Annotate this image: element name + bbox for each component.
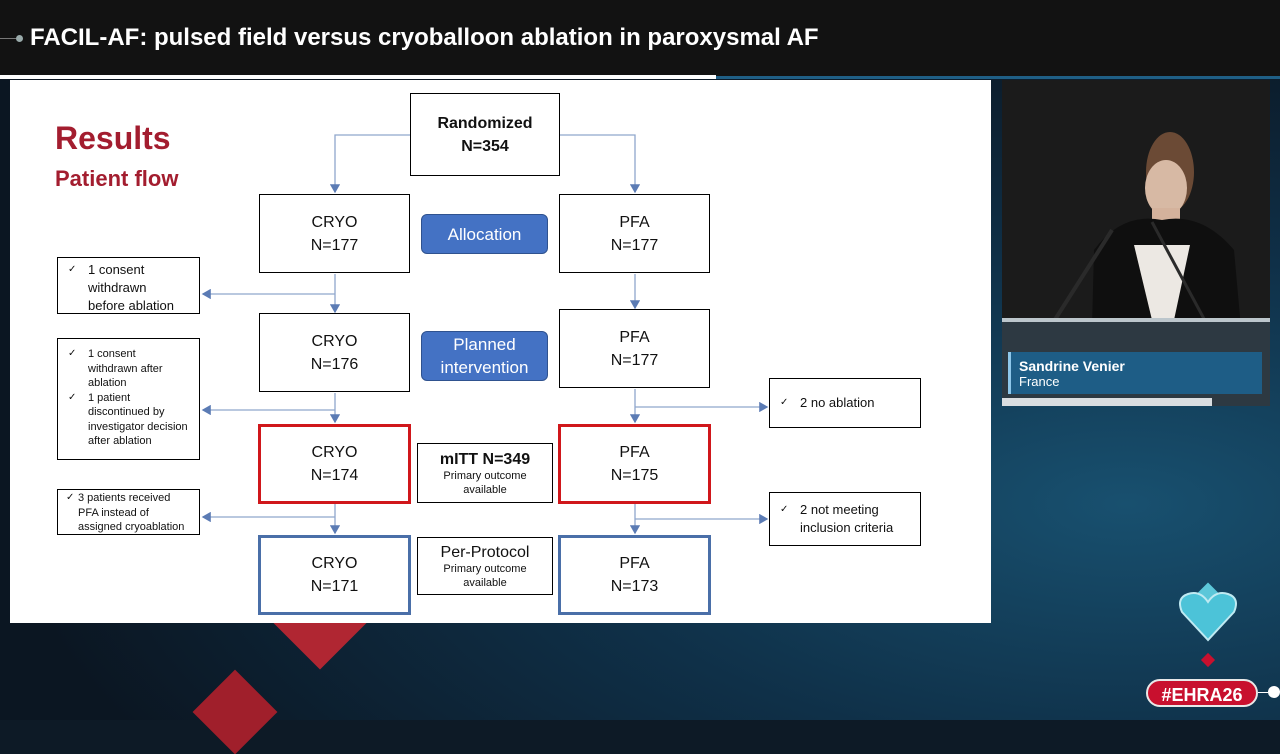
pfa-intervention-box: PFA N=177: [559, 309, 710, 388]
pfa-allocation-box: PFA N=177: [559, 194, 710, 273]
note-line: ablation: [88, 377, 127, 389]
left-note-allocation: ✓ 1 consent withdrawn before ablation: [57, 257, 200, 314]
pfa-per-protocol-label: PFA: [619, 555, 650, 572]
randomized-box: Randomized N=354: [410, 93, 560, 176]
pfa-intervention-n: N=177: [610, 351, 659, 369]
note-line: withdrawn after: [88, 362, 163, 375]
cryo-allocation-n: N=177: [310, 236, 359, 254]
check-icon: ✓: [68, 264, 77, 275]
left-note-intervention: ✓ 1 consent withdrawn after ablation ✓ 1…: [57, 338, 200, 460]
title-marker-dot: [16, 35, 23, 42]
left-note-allocation-list: ✓ 1 consent withdrawn before ablation: [64, 261, 193, 315]
pfa-allocation-n: N=177: [610, 236, 659, 254]
cryo-allocation-box: CRYO N=177: [259, 194, 410, 273]
note-line: 1 consent: [88, 262, 145, 277]
mitt-sub-line2: available: [463, 483, 507, 496]
mitt-label-box: mITT N=349 Primary outcome available: [417, 443, 553, 503]
left-note-mitt-list: ✓ 3 patients received PFA instead of ass…: [64, 491, 193, 535]
speaker-country: France: [1019, 374, 1060, 389]
check-icon: ✓: [66, 492, 75, 503]
allocation-text: Allocation: [447, 224, 522, 244]
heart-logo-icon: [1179, 592, 1237, 642]
title-bar: [0, 0, 1280, 76]
left-note-allocation-item: ✓ 1 consent withdrawn before ablation: [64, 261, 193, 315]
slide-heading: Results: [55, 120, 171, 156]
planned-intervention-line2: intervention: [440, 358, 529, 377]
mitt-title: mITT N=349: [439, 450, 531, 468]
left-note-intervention-list: ✓ 1 consent withdrawn after ablation ✓ 1…: [64, 347, 193, 449]
cryo-intervention-label: CRYO: [311, 332, 358, 350]
right-note-intervention: ✓ 2 no ablation: [769, 378, 921, 428]
pfa-mitt-n: N=175: [610, 467, 659, 484]
pfa-per-protocol-n: N=173: [610, 578, 659, 595]
note-line: 2 no ablation: [800, 395, 875, 410]
pfa-intervention-label: PFA: [619, 328, 650, 346]
cryo-allocation-label: CRYO: [311, 213, 358, 231]
per-protocol-title: Per-Protocol: [440, 543, 530, 561]
per-protocol-sub-line2: available: [463, 576, 507, 589]
title-bar-divider-accent: [716, 76, 1280, 79]
note-line: before ablation: [88, 298, 175, 313]
note-line: investigator decision: [88, 420, 188, 433]
planned-intervention-line1: Planned: [453, 335, 516, 354]
per-protocol-sub-line1: Primary outcome: [443, 562, 527, 575]
note-line: inclusion criteria: [800, 520, 894, 535]
cryo-intervention-box: CRYO N=176: [259, 313, 410, 392]
left-note-mitt: ✓ 3 patients received PFA instead of ass…: [57, 489, 200, 535]
check-icon: ✓: [68, 348, 77, 359]
event-hashtag-badge: #EHRA26: [1146, 679, 1258, 707]
event-tag-dot: [1268, 686, 1280, 698]
right-note-mitt-list: ✓ 2 not meeting inclusion criteria: [776, 501, 914, 537]
right-note-intervention-list: ✓ 2 no ablation: [776, 394, 914, 412]
check-icon: ✓: [780, 397, 789, 408]
speaker-video: [1002, 80, 1270, 406]
note-line: 3 patients received: [78, 492, 171, 504]
note-line: 1 patient: [88, 391, 131, 404]
speaker-name-plate: Sandrine Venier France: [1008, 352, 1262, 394]
right-note-mitt-item: ✓ 2 not meeting inclusion criteria: [776, 501, 914, 537]
note-line: assigned cryoablation: [78, 521, 185, 533]
note-line: PFA instead of: [78, 506, 149, 519]
note-line: 1 consent: [88, 348, 136, 360]
cryo-per-protocol-box: CRYO N=171: [258, 535, 411, 615]
cryo-mitt-n: N=174: [310, 467, 359, 484]
page-title: FACIL-AF: pulsed field versus cryoballoo…: [30, 24, 819, 51]
pfa-mitt-box: PFA N=175: [558, 424, 711, 504]
right-note-mitt: ✓ 2 not meeting inclusion criteria: [769, 492, 921, 546]
left-note-intervention-item-1: ✓ 1 consent withdrawn after ablation: [64, 347, 193, 391]
title-marker-line: [0, 38, 16, 39]
cryo-per-protocol-label: CRYO: [311, 555, 358, 572]
right-note-intervention-item: ✓ 2 no ablation: [776, 394, 914, 412]
pfa-mitt-label: PFA: [619, 444, 650, 461]
cryo-mitt-label: CRYO: [311, 444, 358, 461]
title-bar-divider: [0, 75, 716, 79]
pfa-per-protocol-box: PFA N=173: [558, 535, 711, 615]
event-tag-connector: [1258, 692, 1268, 693]
slide-subheading: Patient flow: [55, 166, 179, 191]
allocation-label: Allocation: [421, 214, 548, 254]
randomized-label: Randomized: [437, 114, 533, 132]
note-line: after ablation: [88, 435, 152, 447]
note-line: withdrawn: [88, 280, 147, 295]
check-icon: ✓: [780, 504, 789, 515]
note-line: 2 not meeting: [800, 502, 879, 517]
speaker-name: Sandrine Venier: [1019, 358, 1125, 374]
cryo-per-protocol-n: N=171: [310, 578, 359, 595]
left-note-intervention-item-2: ✓ 1 patient discontinued by investigator…: [64, 391, 193, 449]
cryo-mitt-box: CRYO N=174: [258, 424, 411, 504]
cryo-intervention-n: N=176: [310, 355, 359, 373]
check-icon: ✓: [68, 391, 77, 403]
mitt-sub-line1: Primary outcome: [443, 469, 527, 482]
planned-intervention-label: Planned intervention: [421, 331, 548, 381]
note-line: discontinued by: [88, 406, 165, 418]
slide: Results Patient flow Randomized N=354 CR…: [10, 80, 991, 623]
speaker-figure: [1002, 80, 1270, 406]
randomized-n: N=354: [461, 137, 509, 155]
flow-connectors: [201, 134, 769, 535]
left-note-mitt-item: ✓ 3 patients received PFA instead of ass…: [64, 491, 193, 535]
per-protocol-label-box: Per-Protocol Primary outcome available: [417, 537, 553, 595]
pfa-allocation-label: PFA: [619, 213, 650, 231]
